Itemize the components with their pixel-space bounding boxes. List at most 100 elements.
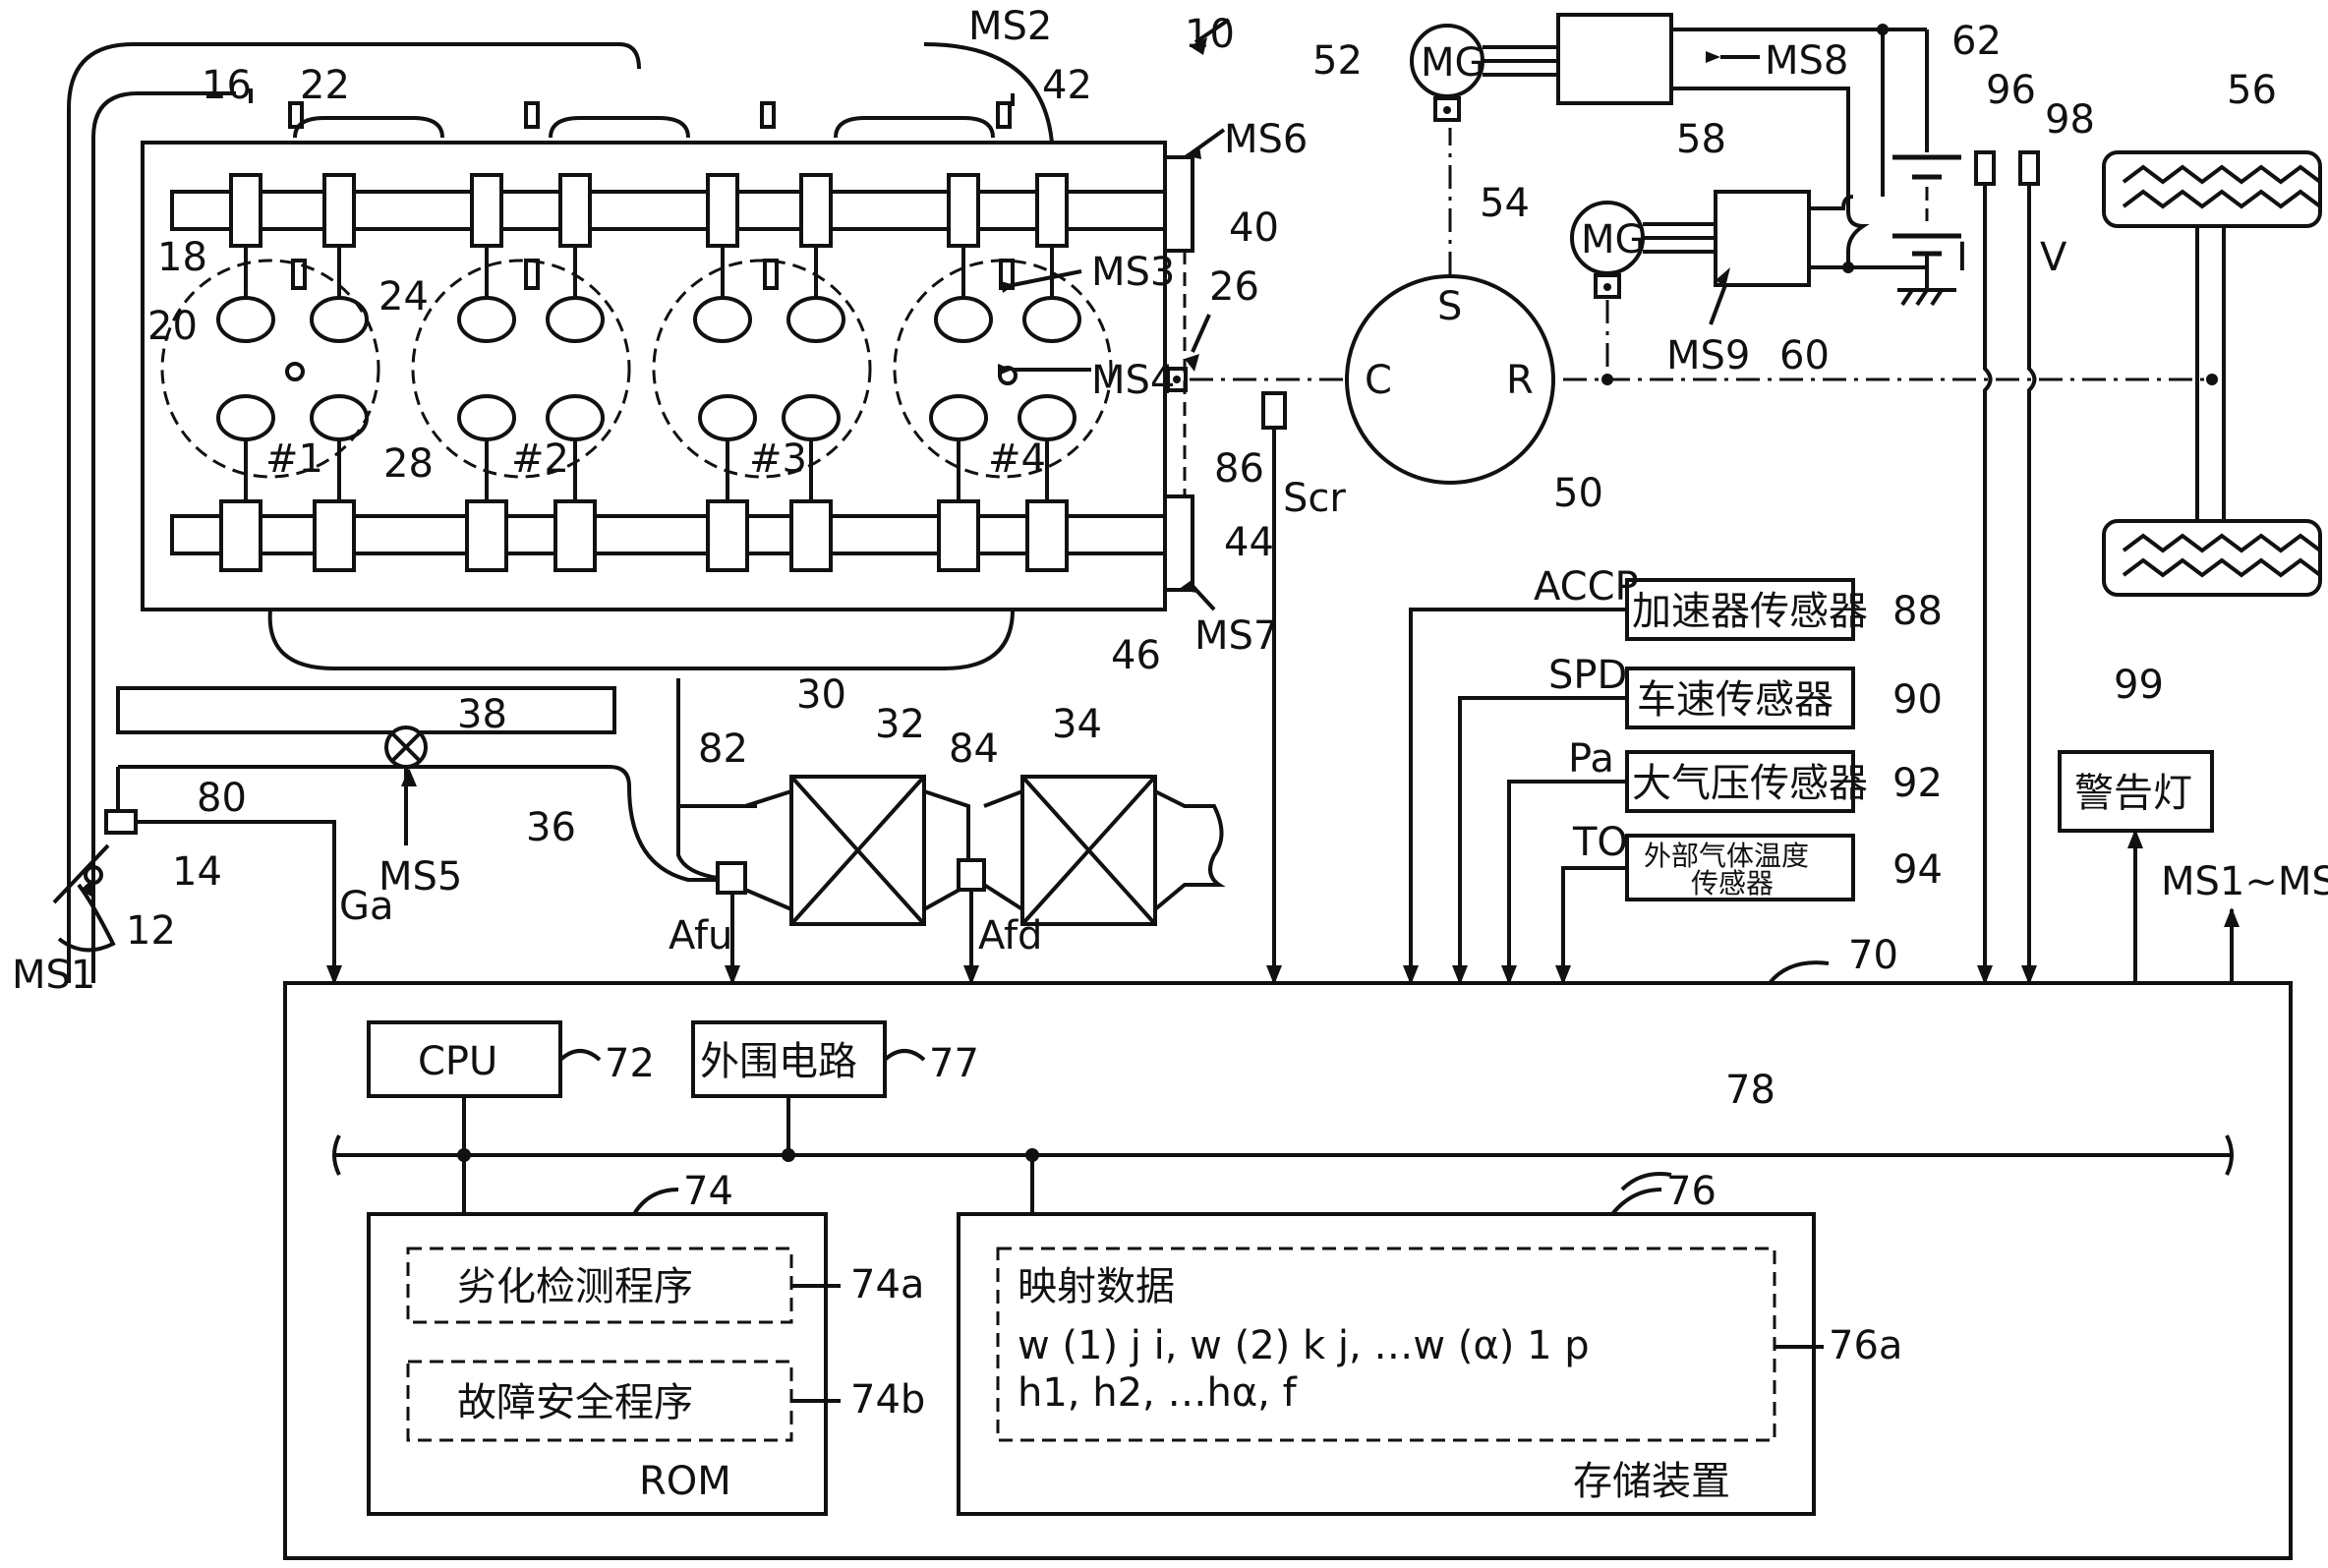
sensors: [1261, 391, 2234, 983]
valves: [216, 246, 1081, 501]
ref-92: 92: [1892, 761, 1943, 806]
hybrid-drivetrain: [1190, 13, 2322, 983]
ref-10: 10: [1185, 12, 1235, 57]
ref-78: 78: [1725, 1068, 1775, 1113]
crank-speed-sensor: [1261, 391, 1287, 430]
controller-box: [283, 981, 2293, 1560]
planetary-sun-label: S: [1437, 284, 1462, 329]
ref-36: 36: [526, 805, 576, 850]
ref-42: 42: [1042, 63, 1092, 108]
ref-74: 74: [683, 1169, 733, 1214]
deterioration-program-label: 劣化检测程序: [457, 1264, 693, 1309]
cylinder-label-1: #1: [265, 436, 323, 482]
voltage-sensor: [2018, 150, 2040, 186]
signal-labels: MS1 MS2 MS3 MS4 MS5 MS6 MS7 MS8 MS9 Ga A…: [12, 4, 2328, 998]
ref-56: 56: [2227, 68, 2277, 113]
label-ms1: MS1: [12, 953, 95, 998]
ref-22: 22: [300, 63, 350, 108]
intake-passage: [52, 726, 723, 983]
ref-60: 60: [1779, 333, 1830, 378]
label-ms4: MS4: [1091, 358, 1175, 403]
cylinder-1: [160, 259, 380, 479]
ref-14: 14: [172, 849, 222, 895]
arrowheads: [81, 37, 2240, 985]
downstream-af-sensor: [957, 858, 986, 892]
map-data-line-2: h1, h2, …hα, f: [1018, 1370, 1298, 1416]
intake-cam-lobes: [229, 173, 1069, 248]
ref-38: 38: [457, 692, 507, 737]
ref-74a: 74a: [850, 1262, 924, 1307]
planetary-gear: [1345, 274, 1555, 485]
controller: [283, 960, 2293, 1560]
mg2-label: MG: [1581, 217, 1646, 262]
ref-74b: 74b: [850, 1377, 925, 1423]
ref-88: 88: [1892, 589, 1943, 634]
ref-99: 99: [2114, 663, 2164, 708]
drive-wheels: [2102, 150, 2322, 597]
upstream-af-sensor: [716, 861, 747, 895]
label-pa: Pa: [1568, 736, 1614, 782]
ref-70: 70: [1848, 933, 1898, 978]
label-i: I: [1956, 235, 1968, 280]
cylinder-3: [652, 259, 872, 479]
planetary-carrier-label: C: [1365, 358, 1392, 403]
exhaust-cam-phaser: [1163, 494, 1194, 592]
rom-box: [367, 1212, 828, 1516]
map-data-line-1: w (1) j i, w (2) k j, …w (α) 1 p: [1018, 1323, 1590, 1368]
label-ms5: MS5: [378, 854, 462, 900]
ref-28: 28: [383, 441, 434, 487]
ref-26: 26: [1209, 264, 1259, 310]
outside-temp-sensor-label-2: 传感器: [1691, 867, 1774, 900]
label-ms8: MS8: [1765, 38, 1848, 84]
current-sensor: [1974, 150, 1996, 186]
label-scr: Scr: [1283, 476, 1346, 521]
ref-54: 54: [1480, 181, 1530, 226]
ref-76: 76: [1666, 1169, 1717, 1214]
ref-94: 94: [1892, 847, 1943, 893]
label-ms6: MS6: [1224, 117, 1308, 162]
label-to: TO: [1572, 820, 1628, 865]
label-v: V: [2040, 235, 2067, 280]
ref-52: 52: [1312, 38, 1363, 84]
engine: #1 #2 #3 #4: [67, 42, 1194, 983]
ref-40: 40: [1229, 205, 1279, 251]
ref-77: 77: [929, 1041, 979, 1086]
label-ga: Ga: [339, 884, 394, 929]
mg1-label: MG: [1421, 40, 1485, 86]
map-data-box: [996, 1247, 1776, 1442]
accelerator-sensor-label: 加速器传感器: [1632, 589, 1868, 634]
ref-76a: 76a: [1829, 1323, 1902, 1368]
ref-72: 72: [605, 1041, 655, 1086]
ref-30: 30: [796, 672, 846, 718]
cylinder-label-3: #3: [749, 436, 807, 482]
storage-device-box: [957, 1212, 1816, 1516]
storage-device-label: 存储装置: [1573, 1459, 1730, 1504]
ref-32: 32: [875, 702, 925, 747]
planetary-ring-label: R: [1506, 358, 1534, 403]
ref-84: 84: [949, 726, 999, 772]
inverter-60: [1714, 190, 1811, 287]
label-spd: SPD: [1548, 653, 1627, 698]
label-ms9: MS9: [1666, 333, 1750, 378]
intake-cam-phaser: [1163, 155, 1194, 253]
ref-98: 98: [2045, 97, 2095, 143]
ref-50: 50: [1553, 471, 1603, 516]
label-accp: ACCP: [1534, 564, 1639, 610]
barometric-sensor-label: 大气压传感器: [1632, 761, 1868, 806]
vehicle-speed-sensor-label: 车速传感器: [1637, 677, 1833, 723]
battery: [1892, 154, 1961, 307]
component-labels: S C R MG MG 加速器传感器 车速传感器 大气压传感器 外部气体温度 传…: [418, 40, 2192, 1504]
label-ms-range: MS1~MS9: [2161, 859, 2328, 904]
warning-lamp-label: 警告灯: [2074, 771, 2192, 816]
cylinder-label-4: #4: [988, 436, 1046, 482]
ref-80: 80: [197, 776, 247, 821]
ref-58: 58: [1676, 117, 1726, 162]
label-ms3: MS3: [1091, 250, 1175, 295]
ref-82: 82: [698, 726, 748, 772]
ref-12: 12: [126, 908, 176, 954]
cylinder-label-2: #2: [511, 436, 569, 482]
ref-96: 96: [1986, 68, 2036, 113]
cylinders: [160, 101, 1113, 501]
ref-86: 86: [1214, 446, 1264, 492]
exhaust-system: [676, 775, 1226, 926]
